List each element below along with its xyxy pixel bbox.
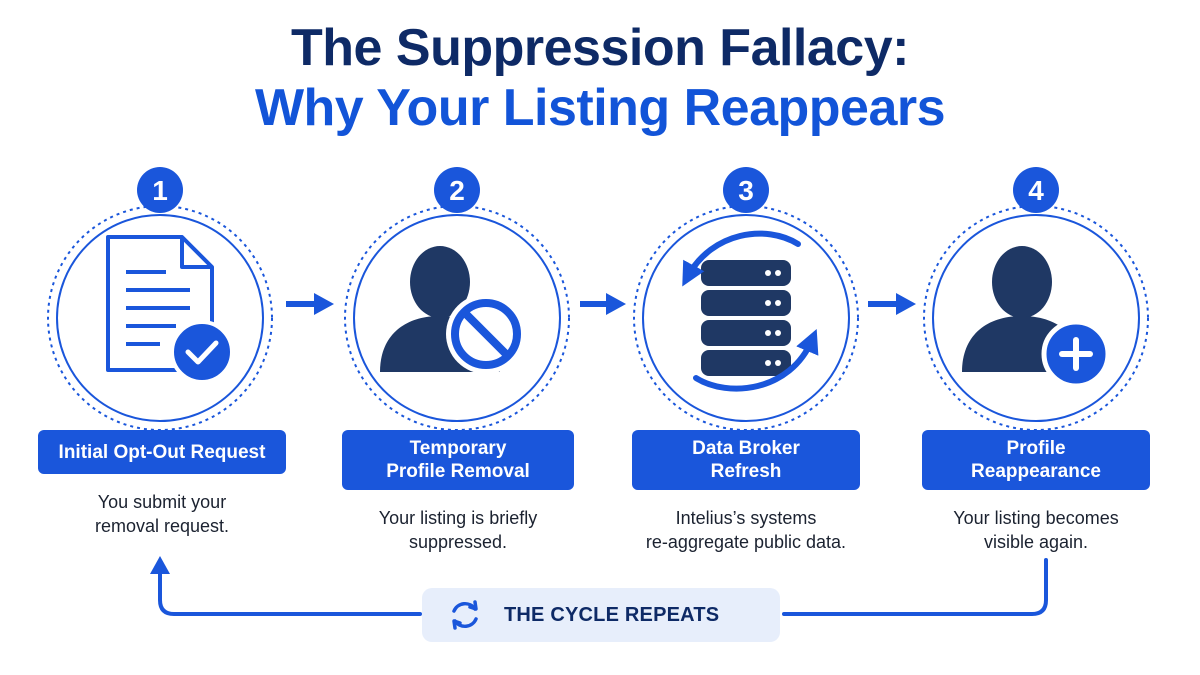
step-1-label: Initial Opt-Out Request	[38, 430, 286, 474]
step-1-number: 1	[152, 175, 168, 206]
arrow-step-3-to-4	[868, 293, 916, 315]
cycle-repeats-label: THE CYCLE REPEATS	[504, 603, 720, 626]
arrow-step-2-to-3	[580, 293, 626, 315]
document-check-icon	[106, 235, 234, 384]
title-line-1: The Suppression Fallacy:	[291, 19, 909, 77]
step-4-number: 4	[1028, 175, 1044, 206]
person-blocked-icon	[380, 246, 526, 374]
title-line-2: Why Your Listing Reappears	[254, 79, 946, 137]
database-refresh-icon	[682, 230, 819, 392]
person-add-icon	[962, 246, 1111, 389]
step-1-badge: 1	[137, 167, 183, 213]
cycle-repeats-box: THE CYCLE REPEATS	[422, 588, 780, 642]
cycle-loop-arrow	[150, 556, 1048, 616]
step-2-number: 2	[449, 175, 465, 206]
refresh-icon	[452, 600, 478, 630]
step-4-badge: 4	[1013, 167, 1059, 213]
step-3-badge: 3	[723, 167, 769, 213]
step-2-badge: 2	[434, 167, 480, 213]
step-3-number: 3	[738, 175, 754, 206]
arrow-step-1-to-2	[286, 293, 334, 315]
step-3-ring	[633, 205, 859, 431]
